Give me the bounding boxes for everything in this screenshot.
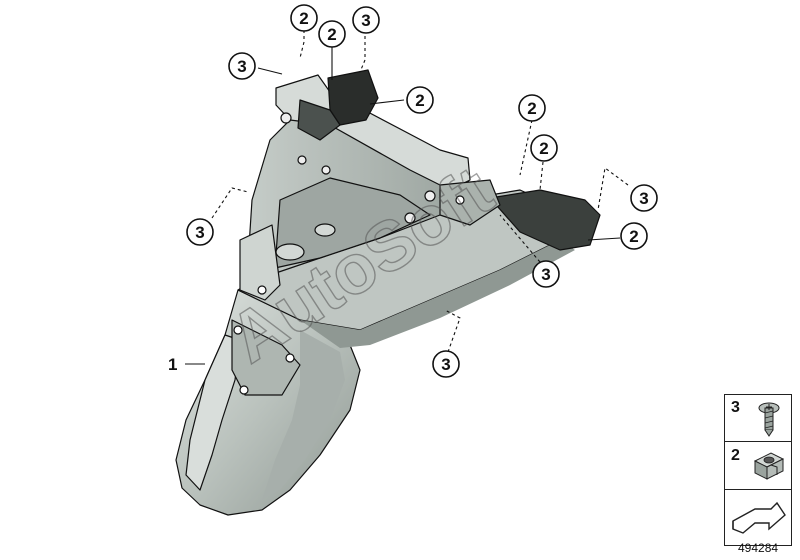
tray-floor [274, 177, 431, 269]
svg-text:2: 2 [299, 9, 308, 28]
support-hole [257, 285, 267, 295]
callout-3-right-lower: 3 [532, 260, 560, 288]
legend-item-clip-nut: 2 [725, 443, 791, 490]
callout-2-right-lower: 2 [620, 222, 648, 250]
svg-text:2: 2 [415, 91, 424, 110]
screw-icon [758, 402, 780, 437]
right-end-dark [489, 189, 601, 251]
bracket-hole-3 [239, 385, 249, 395]
clip-nut-icon [753, 452, 785, 480]
bracket-hole-2 [285, 353, 295, 363]
callout-list: 1 2 2 2 2 2 2 [168, 4, 658, 378]
callout-1: 1 [168, 355, 177, 374]
parts-legend: 3 2 [724, 394, 792, 546]
svg-text:3: 3 [639, 189, 648, 208]
latch-shadow [297, 99, 341, 141]
fender-shade [262, 330, 345, 500]
bolt-c [404, 212, 416, 224]
diagram-id: 494284 [738, 541, 779, 555]
bolt-e [321, 165, 331, 175]
bolt-a [280, 112, 292, 124]
svg-text:2: 2 [527, 99, 536, 118]
svg-text:3: 3 [361, 11, 370, 30]
svg-text:3: 3 [237, 57, 246, 76]
callout-3-right: 3 [630, 184, 658, 212]
tray-arm-shade [300, 240, 575, 348]
legend-item-arrow [725, 491, 791, 545]
callout-2-top-middle: 2 [318, 20, 346, 48]
svg-text:3: 3 [195, 223, 204, 242]
callout-3-top-right: 3 [352, 6, 380, 34]
callout-2-latch: 2 [406, 86, 434, 114]
leader-lines [185, 30, 629, 365]
svg-text:2: 2 [327, 25, 336, 44]
right-end-plate [439, 179, 501, 226]
callout-3-left-middle: 3 [186, 218, 214, 246]
plate-hole [455, 195, 465, 205]
rear-bracket [231, 319, 301, 396]
svg-text:3: 3 [541, 265, 550, 284]
legend-number: 3 [731, 399, 740, 416]
svg-text:2: 2 [629, 227, 638, 246]
callout-2-top-left: 2 [290, 4, 318, 32]
arrow-icon [732, 501, 786, 534]
bracket-hole-1 [233, 325, 243, 335]
callout-3-left-upper: 3 [228, 52, 256, 80]
legend-number: 2 [731, 447, 740, 464]
svg-text:2: 2 [539, 139, 548, 158]
left-support [239, 224, 281, 301]
callout-3-bottom-middle: 3 [432, 350, 460, 378]
legend-item-screw: 3 [725, 395, 791, 442]
bolt-d [297, 155, 307, 165]
mudguard-part [175, 69, 601, 516]
svg-text:3: 3 [441, 355, 450, 374]
callout-2-mid-right: 2 [518, 94, 546, 122]
bolt-b [424, 190, 436, 202]
tray-hole-2 [314, 223, 336, 237]
callout-2-mid-right-lower: 2 [530, 134, 558, 162]
